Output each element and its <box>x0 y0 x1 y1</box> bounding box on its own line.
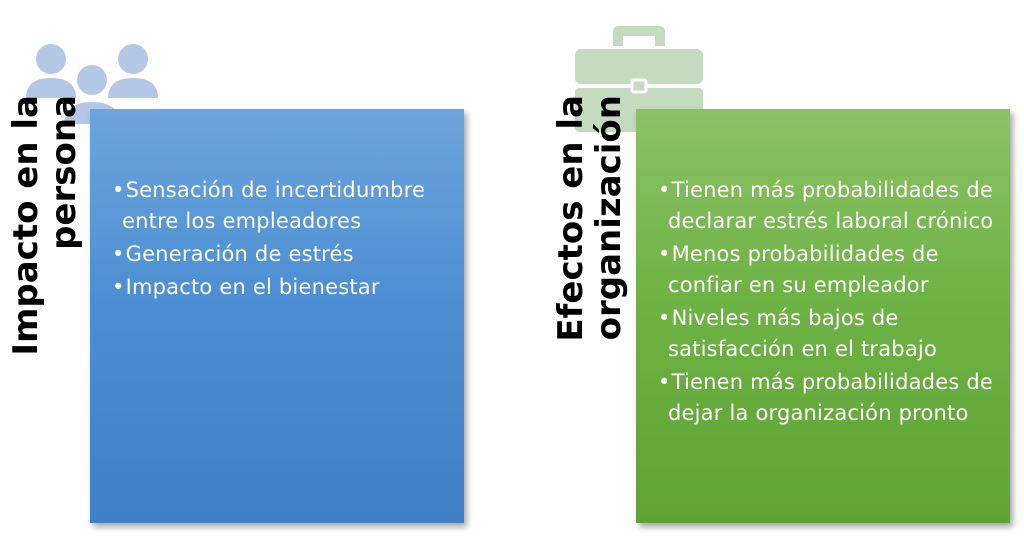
organizacion-title-line2: organización <box>589 95 629 341</box>
organizacion-list: Tienen más probabilidades de declarar es… <box>658 175 996 429</box>
list-item: Tienen más probabilidades de dejar la or… <box>658 367 996 429</box>
persona-title-line2: persona <box>44 95 84 250</box>
organizacion-title: Efectos en la organización <box>545 95 635 505</box>
persona-card: Sensación de incertidumbre entre los emp… <box>90 109 464 523</box>
persona-title-line1: Impacto en la <box>6 95 46 356</box>
list-item: Impacto en el bienestar <box>112 272 450 303</box>
list-item: Tienen más probabilidades de declarar es… <box>658 175 996 237</box>
list-item: Sensación de incertidumbre entre los emp… <box>112 175 450 237</box>
list-item: Generación de estrés <box>112 239 450 270</box>
organizacion-title-line1: Efectos en la <box>551 95 591 342</box>
list-item: Menos probabilidades de confiar en su em… <box>658 239 996 301</box>
list-item: Niveles más bajos de satisfacción en el … <box>658 303 996 365</box>
organizacion-card: Tienen más probabilidades de declarar es… <box>636 109 1010 523</box>
persona-list: Sensación de incertidumbre entre los emp… <box>112 175 450 303</box>
persona-title: Impacto en la persona <box>0 95 90 505</box>
